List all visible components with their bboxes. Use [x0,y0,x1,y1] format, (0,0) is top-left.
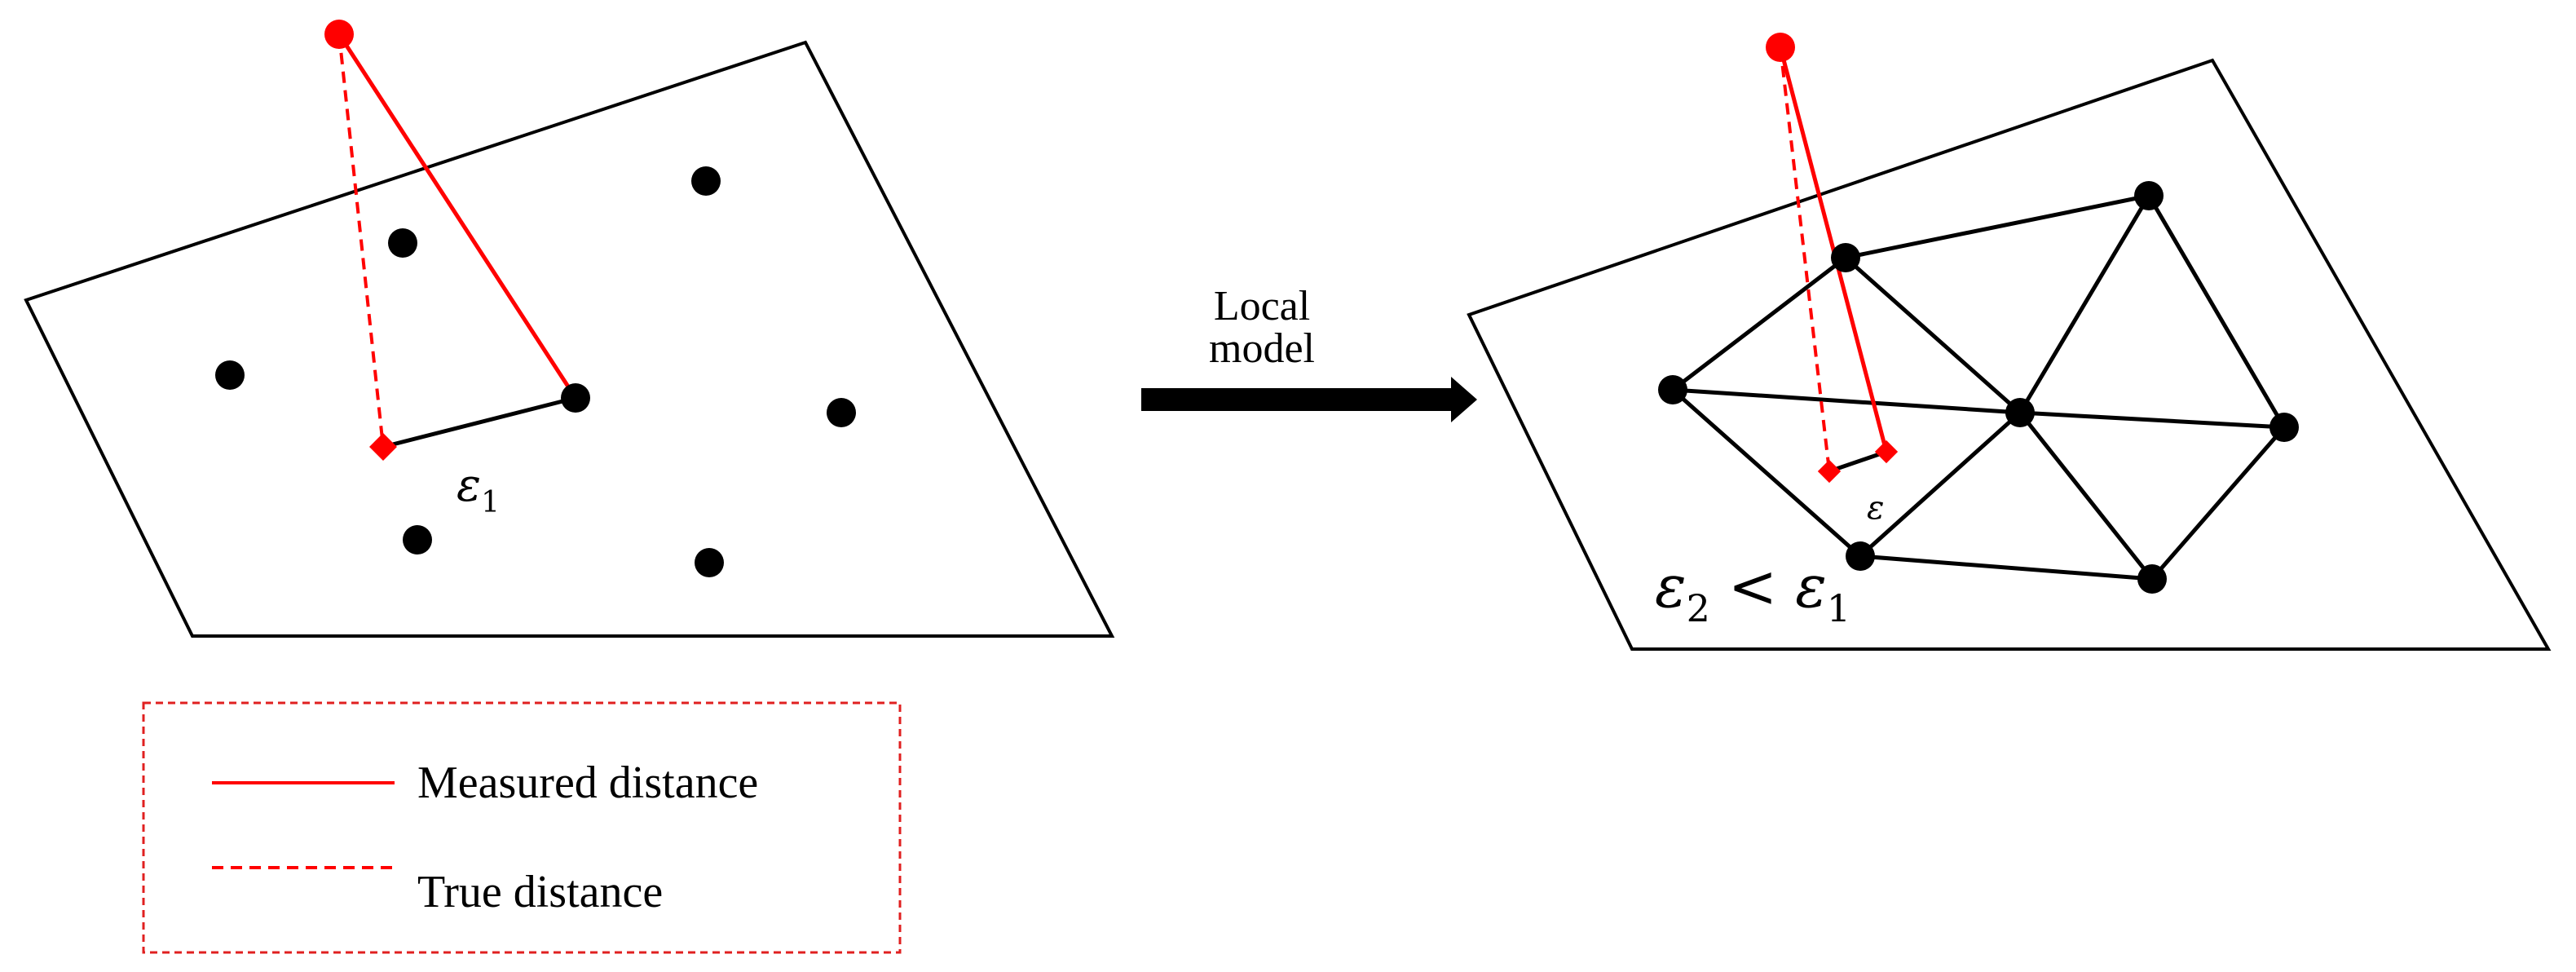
left-sample-point [691,166,721,196]
mesh-vertex [2137,564,2167,594]
legend-label-measured: Measured distance [417,758,758,808]
left-sample-point [215,360,245,390]
mesh-vertex [2269,413,2299,442]
right-projected-point-true [1817,459,1842,484]
mesh-edge [2150,426,2286,581]
mesh-edge [1671,388,1862,558]
left-projected-point [369,433,397,461]
right-measurement-point [1766,33,1795,62]
left-measurement-point [324,20,354,49]
arrow-label-line1: Local [1214,283,1310,329]
mesh-edge [2018,411,2154,581]
arrow-label-line2: model [1209,325,1315,372]
legend-border [142,701,902,954]
right-measured-distance-line [1778,46,1889,453]
mesh-edge [2019,410,2285,430]
left-sample-point [827,398,856,427]
legend: Measured distance True distance [142,701,902,954]
mesh-edge [1844,256,2022,414]
error-comparison-label: ε2<ε1 [1655,552,1850,630]
left-sample-point [403,525,432,554]
mesh-vertex [1658,375,1687,404]
mesh-vertex [2134,181,2164,210]
left-sample-point [388,228,417,258]
mesh-edge [2018,194,2151,414]
mesh-edge [2146,194,2287,429]
right-error-segment [1828,449,1887,474]
left-true-distance-line [337,33,385,448]
mesh-vertex [2005,398,2035,427]
mesh-edge [1671,256,1847,391]
left-measured-distance-line [337,33,578,400]
local-model-arrow: Local model [1141,283,1477,422]
mesh-edges [1671,193,2287,581]
right-plane [1467,58,2552,651]
left-sample-point [695,548,724,577]
right-projected-point-measured [1874,440,1899,464]
arrow-shaft [1141,388,1453,411]
mesh-edge [1672,387,2021,415]
left-error-label: ε1 [457,459,500,519]
right-panel: ε ε2<ε1 [1467,33,2552,651]
left-panel: ε1 [24,20,1115,638]
mesh-edge [1859,411,2022,558]
legend-label-true: True distance [417,867,663,917]
arrow-head [1451,377,1477,422]
left-error-segment [382,395,576,449]
mesh-vertex [1831,243,1860,272]
left-plane [24,40,1115,638]
left-sample-point [561,383,590,413]
mesh-edge [1859,554,2153,581]
mesh-edge [1845,193,2150,260]
right-small-error-label: ε [1867,489,1884,527]
mesh-vertex [1846,541,1875,571]
right-true-distance-line [1779,46,1831,472]
